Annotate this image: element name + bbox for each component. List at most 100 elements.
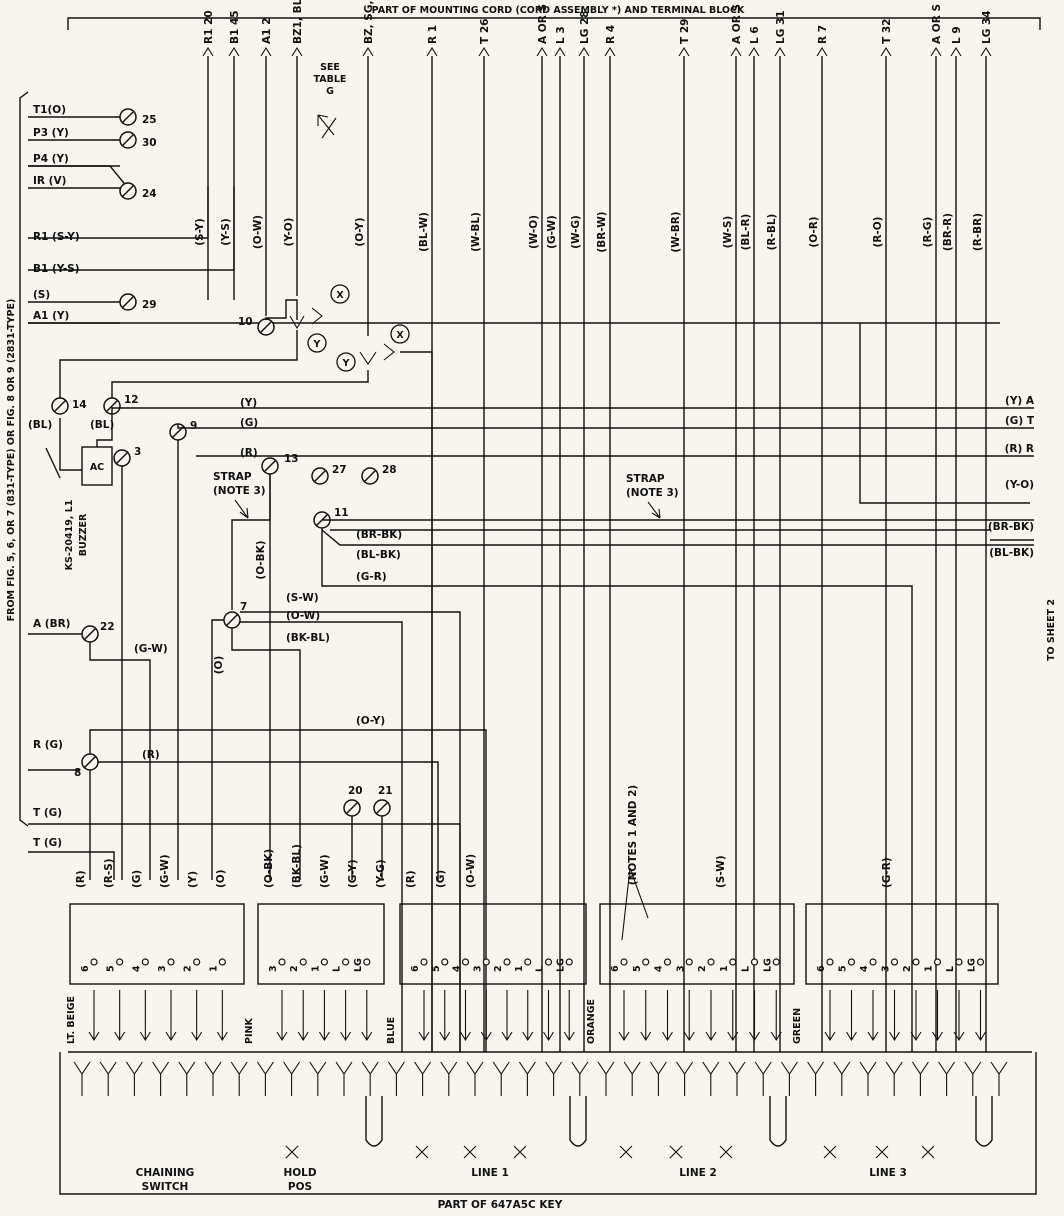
key-pin-icon — [772, 958, 780, 966]
arrow-up-icon — [730, 46, 742, 57]
spring-contact-icon — [911, 1061, 929, 1096]
buzzer-label: AC — [90, 462, 104, 473]
left-leads: T1(O)P3 (Y)P4 (Y)IR (V)R1 (S-Y)B1 (Y-S)(… — [28, 104, 1030, 504]
label-r2: (R) — [142, 749, 160, 761]
key-pin-label: 4 — [654, 965, 665, 972]
label-o-bk: (O-BK) — [255, 540, 267, 579]
header-bracket — [67, 17, 1041, 30]
key-pin-icon — [278, 958, 286, 966]
spring-contact-icon — [807, 1061, 825, 1096]
spring-contact-icon — [204, 1061, 222, 1096]
svg-text:Y: Y — [342, 358, 350, 369]
key-pin-icon — [524, 958, 532, 966]
see-table-arrows — [317, 114, 337, 139]
lamp-icon — [365, 1096, 383, 1147]
key-pin-label: 2 — [183, 965, 194, 972]
contact-cross-icon — [415, 1145, 429, 1159]
cord-color-label: (Y-O) — [283, 218, 295, 247]
key-pin-icon — [441, 958, 449, 966]
key-pin-label: L — [741, 966, 752, 972]
bottom-label: LINE 3 — [869, 1167, 907, 1179]
top-terminal-label: R 7 — [817, 25, 829, 44]
key-wire-label: (O-W) — [465, 854, 477, 888]
spring-contact-icon — [466, 1061, 484, 1096]
key-pin-icon — [141, 958, 149, 966]
top-terminal-label: LG 28 — [579, 10, 591, 44]
left-side-note: FROM FIG. 5, 6, OR 7 (831-TYPE) OR FIG. … — [6, 299, 17, 622]
label-r-g: R (G) — [33, 739, 63, 751]
spring-contact-icon — [990, 1061, 1008, 1096]
spring-contact-icon — [335, 1061, 353, 1096]
arrow-up-icon — [260, 46, 272, 57]
term-11-number: 11 — [334, 507, 349, 519]
spring-contact-icon — [152, 1061, 170, 1096]
bottom-label: HOLD — [283, 1167, 316, 1179]
left-lead-label: IR (V) — [33, 175, 66, 187]
cord-color-label: (O-Y) — [354, 217, 366, 246]
label-a-br: A (BR) — [33, 618, 70, 630]
spring-contact-icon — [885, 1061, 903, 1096]
notes-arrows — [621, 867, 649, 941]
key-pin-icon — [685, 958, 693, 966]
spring-contact-icon — [649, 1061, 667, 1096]
key-pin-label: 5 — [106, 965, 117, 972]
svg-text:X: X — [336, 290, 344, 301]
label-o-w: (O-W) — [286, 610, 320, 622]
footer-label: PART OF 647A5C KEY — [438, 1199, 563, 1211]
key-pin-icon — [320, 958, 328, 966]
spring-contact-icon — [859, 1061, 877, 1096]
left-lead-label: (S) — [33, 289, 50, 301]
key-pin-icon — [663, 958, 672, 966]
key-pin-label: 3 — [675, 965, 686, 972]
key-pin-label: 6 — [610, 965, 621, 972]
key-pin-icon — [620, 958, 628, 966]
spring-contact-icon — [492, 1061, 510, 1096]
key-pin-icon — [955, 958, 963, 966]
cord-color-label: (BL-W) — [418, 212, 430, 252]
key-block — [805, 903, 999, 985]
key-pin-label: 1 — [719, 965, 730, 972]
key-wire-label: (S-W) — [715, 855, 727, 888]
bottom-label: LINE 1 — [471, 1167, 509, 1179]
key-wire-label: (O) — [215, 869, 227, 888]
x-mark-icon — [390, 324, 410, 344]
key-pin-icon — [826, 958, 834, 966]
arrow-up-icon — [880, 46, 892, 57]
arrow-up-icon — [578, 46, 590, 57]
term-3-number: 3 — [134, 446, 141, 458]
top-terminal-label: BZ1, BL, AG, OR SPARE 42 — [292, 0, 304, 44]
key-pin-label: L — [332, 966, 343, 972]
strap-a-2: (NOTE 3) — [213, 485, 266, 497]
y-mark-icon — [336, 352, 356, 372]
top-terminal-label: A OR S 27 — [537, 0, 549, 44]
contact-cross-icon — [669, 1145, 683, 1159]
left-lead-label: A1 (Y) — [33, 310, 69, 322]
top-terminal-label: A OR S 30 — [731, 0, 743, 44]
key-wire-label: (G-W) — [159, 854, 171, 888]
key-pin-label: L — [535, 966, 546, 972]
key-wire-label: (G-Y) — [347, 859, 359, 888]
key-pin-icon — [912, 958, 920, 966]
label-t-g2: T (G) — [33, 837, 62, 849]
cord-color-label: (S-Y) — [194, 218, 206, 246]
arrow-up-icon — [774, 46, 786, 57]
label-r1: (R) — [240, 447, 258, 459]
label-bk-bl: (BK-BL) — [286, 632, 330, 644]
key-pin-icon — [363, 958, 371, 966]
see-table-3: G — [326, 86, 334, 97]
key-pin-label: LG — [967, 958, 978, 972]
spring-contact-icon — [938, 1061, 956, 1096]
top-terminal-label: T 32 — [881, 19, 893, 44]
cord-color-label: (W-BL) — [470, 212, 482, 252]
cord-color-label: (Y-S) — [220, 218, 232, 246]
bottom-label: CHAINING — [136, 1167, 195, 1179]
term-30-number: 30 — [142, 137, 157, 149]
cord-color-label: (R-BL) — [766, 214, 778, 251]
key-color-label: LT. BEIGE — [66, 996, 77, 1044]
key-block — [599, 903, 795, 985]
label-g-w: (G-W) — [134, 643, 168, 655]
key-pin-label: LG — [353, 958, 364, 972]
key-pin-label: 1 — [208, 965, 219, 972]
key-pin-label: 5 — [431, 965, 442, 972]
bottom-label: POS — [288, 1181, 312, 1193]
